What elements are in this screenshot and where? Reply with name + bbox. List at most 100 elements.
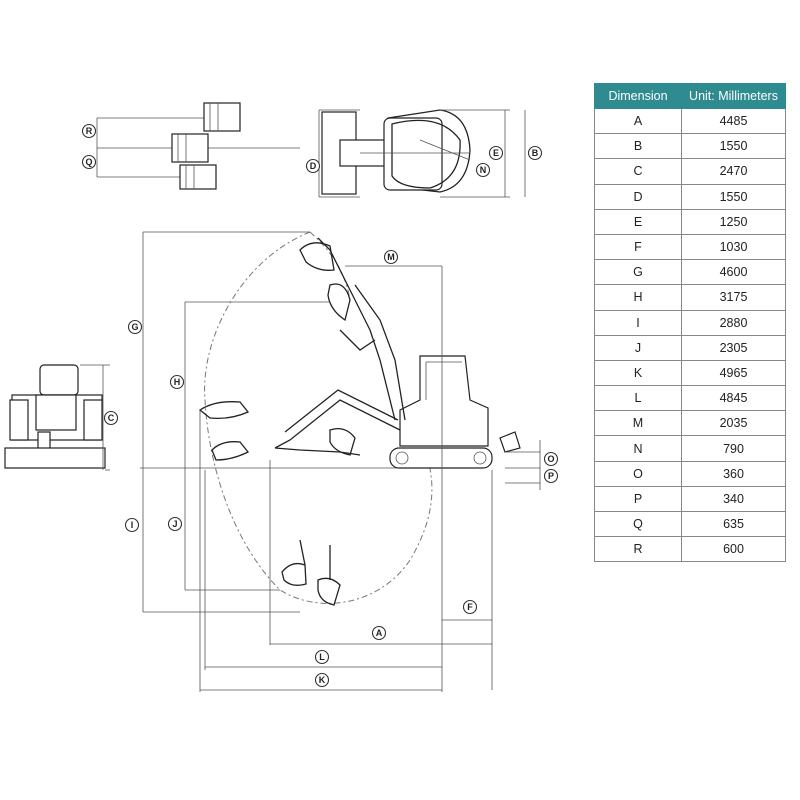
tag-I: I [124, 517, 140, 533]
dimension-tags: R Q D E B N C G H I J M O P F A L K [81, 123, 559, 688]
tag-P: P [543, 468, 559, 484]
dimension-letter: B [594, 133, 682, 160]
dimension-value: 4600 [681, 259, 786, 286]
dimension-value: 2035 [681, 410, 786, 437]
dimension-letter: N [594, 435, 682, 462]
dimension-value: 2305 [681, 334, 786, 361]
dimension-letter: L [594, 385, 682, 412]
dimension-value: 4845 [681, 385, 786, 412]
front-view-machine [4, 364, 110, 471]
svg-text:G: G [131, 322, 138, 332]
tag-J: J [167, 516, 183, 532]
svg-text:F: F [467, 602, 473, 612]
svg-text:P: P [548, 471, 554, 481]
dimension-letter: G [594, 259, 682, 286]
tag-G: G [127, 319, 143, 335]
tag-F: F [462, 599, 478, 615]
tag-O: O [543, 451, 559, 467]
svg-text:B: B [532, 148, 539, 158]
blade-detail-view [96, 102, 300, 190]
svg-text:M: M [387, 252, 395, 262]
tag-H: H [169, 374, 185, 390]
tag-Q: Q [81, 154, 97, 170]
tag-L: L [314, 649, 330, 665]
tag-K: K [314, 672, 330, 688]
tag-M: M [383, 249, 399, 265]
dimension-letter: P [594, 485, 682, 513]
dimension-value: 1550 [681, 133, 786, 160]
svg-text:J: J [172, 519, 177, 529]
dimension-value: 2470 [681, 158, 786, 185]
dimension-value: 360 [681, 460, 786, 487]
dimension-value: 3175 [681, 284, 786, 311]
svg-text:I: I [131, 520, 134, 530]
dimension-letter: Q [594, 510, 682, 538]
tag-N: N [475, 162, 491, 178]
dimension-letter: R [594, 536, 682, 563]
dimension-letter: M [594, 410, 682, 437]
dimension-letter: C [594, 158, 682, 185]
tag-E: E [488, 145, 504, 161]
dimension-value: 2880 [681, 309, 786, 336]
dimension-value: 600 [681, 536, 786, 563]
tag-C: C [103, 410, 119, 426]
svg-text:L: L [319, 652, 325, 662]
svg-text:O: O [547, 454, 554, 464]
table-header-row: Dimension Unit: Millimeters [594, 83, 786, 109]
svg-text:N: N [480, 165, 487, 175]
dimension-letter: K [594, 359, 682, 387]
dimension-value: 1550 [681, 183, 786, 210]
dimension-letter: A [594, 107, 682, 135]
tag-D: D [305, 158, 321, 174]
svg-text:E: E [493, 148, 499, 158]
svg-text:D: D [310, 161, 317, 171]
svg-text:K: K [319, 675, 326, 685]
dimension-value: 1030 [681, 233, 786, 261]
dimension-value: 340 [681, 485, 786, 513]
header-dimension: Dimension [594, 83, 682, 109]
dimension-value: 4965 [681, 359, 786, 387]
dimension-value: 790 [681, 435, 786, 462]
top-view-machine [318, 109, 526, 198]
dimension-value: 4485 [681, 107, 786, 135]
dimension-letter: J [594, 334, 682, 361]
dimension-value: 635 [681, 510, 786, 538]
dimension-letter: I [594, 309, 682, 336]
svg-text:R: R [86, 126, 93, 136]
dimension-letter: O [594, 460, 682, 487]
side-view-machine [140, 231, 541, 692]
dimension-letter: E [594, 208, 682, 235]
dimension-value: 1250 [681, 208, 786, 235]
tag-A: A [371, 625, 387, 641]
tag-B: B [527, 145, 543, 161]
dimension-letter: F [594, 233, 682, 261]
dimension-letter: D [594, 183, 682, 210]
svg-text:Q: Q [85, 157, 92, 167]
tag-R: R [81, 123, 97, 139]
dimension-letter: H [594, 284, 682, 311]
svg-text:A: A [376, 628, 383, 638]
header-unit: Unit: Millimeters [681, 83, 786, 109]
svg-text:H: H [174, 377, 181, 387]
